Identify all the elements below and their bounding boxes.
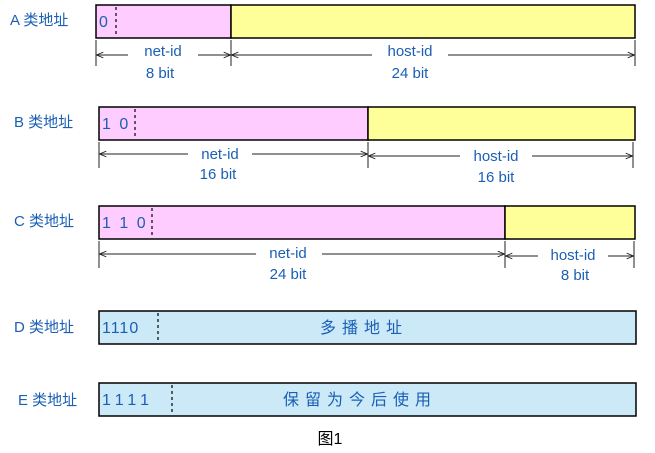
class-b-net-segment [98, 106, 369, 141]
class-a-net-bits: 8 bit [146, 65, 175, 82]
class-b-label: B 类地址 [14, 114, 73, 131]
class-e-segment [98, 382, 637, 417]
class-c-host-segment [504, 205, 636, 240]
class-c-label: C 类地址 [14, 213, 74, 230]
row-class-b: B 类地址 1 0 net-id 16 bit host-id 16 bit [14, 106, 636, 186]
class-d-segment [98, 310, 637, 345]
class-e-description: 保留为今后使用 [283, 391, 437, 409]
class-c-net-segment [98, 205, 506, 240]
class-b-net-bits: 16 bit [200, 166, 238, 183]
class-c-net-bits: 24 bit [270, 266, 308, 283]
row-class-c: C 类地址 1 1 0 net-id 24 bit host-id 8 bit [14, 205, 636, 284]
row-class-d: D 类地址 1110 多播地址 [14, 310, 637, 345]
class-e-label: E 类地址 [18, 392, 77, 409]
class-d-description: 多播地址 [320, 319, 408, 337]
row-class-a: A 类地址 0 net-id 8 bit host-id 24 bit [10, 4, 636, 82]
class-c-prefix: 1 1 0 [102, 215, 148, 232]
class-c-host-bits: 8 bit [561, 267, 590, 284]
class-b-net-label: net-id [201, 146, 239, 163]
class-a-host-segment [230, 4, 636, 39]
class-a-net-segment [95, 4, 232, 39]
class-a-host-label: host-id [387, 43, 432, 60]
row-class-e: E 类地址 1111 保留为今后使用 [18, 382, 637, 417]
class-d-prefix: 1110 [102, 320, 139, 337]
class-d-label: D 类地址 [14, 319, 74, 336]
figure-caption: 图1 [318, 431, 343, 448]
class-b-host-segment [367, 106, 636, 141]
class-b-prefix: 1 0 [102, 116, 130, 133]
class-a-prefix: 0 [99, 14, 110, 31]
class-e-prefix: 1111 [102, 392, 154, 409]
class-c-host-label: host-id [550, 247, 595, 264]
class-b-host-label: host-id [473, 148, 518, 165]
class-b-host-bits: 16 bit [478, 169, 516, 186]
class-a-label: A 类地址 [10, 12, 68, 29]
class-a-host-bits: 24 bit [392, 65, 430, 82]
class-c-net-label: net-id [269, 245, 307, 262]
class-a-net-label: net-id [144, 43, 182, 60]
